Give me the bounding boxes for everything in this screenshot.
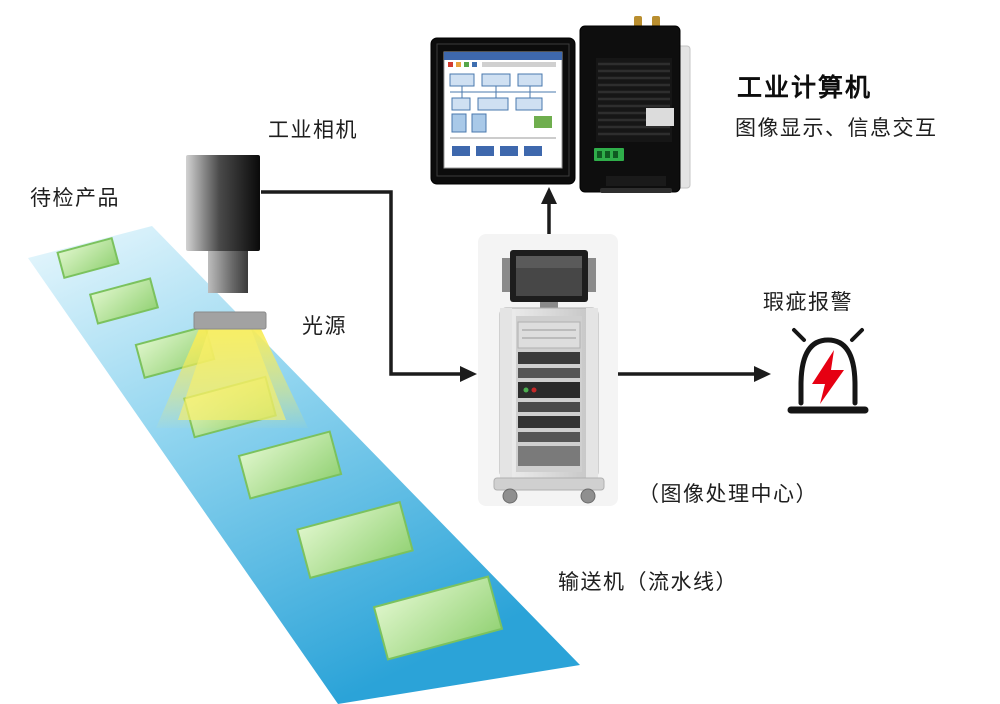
product-item <box>296 500 414 580</box>
screen-vehicle <box>452 146 470 156</box>
screen-green-unit <box>534 116 552 128</box>
screen-box <box>477 97 509 111</box>
screen-tank <box>471 113 487 133</box>
caster-wheel <box>580 488 596 504</box>
drawer-lines <box>522 329 576 339</box>
light-bar <box>193 311 267 330</box>
screen-toolbar-dot <box>464 62 469 67</box>
product-item <box>237 430 343 500</box>
screen-toolbar-dot <box>448 62 453 67</box>
screen-tank <box>451 113 467 133</box>
label-processing-center: （图像处理中心） <box>638 483 818 506</box>
status-led <box>523 387 529 393</box>
arrowhead-icon <box>460 366 477 382</box>
rear-stand-foot <box>600 188 672 193</box>
camera-body <box>186 155 260 251</box>
screen-vehicle <box>524 146 542 156</box>
label-computer-title: 工业计算机 <box>737 74 873 102</box>
product-item <box>56 236 120 280</box>
screen-box <box>515 97 543 111</box>
product-item <box>372 575 504 661</box>
screen-flow-boxes <box>449 73 543 111</box>
status-led <box>531 387 537 393</box>
siren-sound-tick <box>850 328 864 342</box>
screen-box <box>481 73 511 87</box>
terminal-pin <box>597 151 602 158</box>
siren-alarm-icon <box>787 328 869 414</box>
label-defect-alarm: 瑕疵报警 <box>763 291 853 314</box>
image-processing-cabinet-icon <box>478 234 618 506</box>
screen-vehicle <box>476 146 494 156</box>
cabinet-base <box>493 477 605 491</box>
camera-lens <box>208 251 248 293</box>
light-source-icon <box>156 311 308 428</box>
rack-module <box>518 368 580 378</box>
front-monitor-frame <box>436 43 570 177</box>
rack-module <box>518 352 580 364</box>
label-conveyor: 输送机（流水线） <box>558 571 738 594</box>
flow-arrows <box>261 187 771 382</box>
arrow-camera-to-processor <box>261 190 460 376</box>
industrial-camera-icon <box>186 155 260 293</box>
cabinet-rail-right <box>586 308 598 478</box>
rack-module <box>518 402 580 412</box>
label-product: 待检产品 <box>30 187 120 210</box>
monitor-arm <box>502 258 510 292</box>
rack-module <box>518 432 580 442</box>
terminal-pin <box>613 151 618 158</box>
screen-toolbar-dot <box>472 62 477 67</box>
screen-box <box>451 97 471 111</box>
rear-stand-bracket <box>606 176 666 186</box>
rack-module <box>518 416 580 428</box>
rack-module <box>518 446 580 466</box>
screen-pipes <box>450 86 556 98</box>
siren-sound-tick <box>792 328 806 342</box>
panel-pc-rear-icon <box>579 16 691 193</box>
label-camera: 工业相机 <box>268 119 358 142</box>
screen-vehicle <box>500 146 518 156</box>
heatsink-fins <box>598 62 670 136</box>
light-beam-core <box>178 329 286 420</box>
monitor-arm <box>588 258 596 292</box>
panel-pc-front-icon <box>430 37 576 185</box>
screen-box <box>517 73 543 87</box>
scada-screen <box>443 51 563 169</box>
screen-vehicle-row <box>452 146 542 156</box>
arrowhead-icon <box>754 366 771 382</box>
arrowhead-icon <box>541 187 557 204</box>
rack-module <box>518 382 580 398</box>
label-light-source: 光源 <box>302 315 347 338</box>
cabinet-rail-left <box>500 308 512 478</box>
screen-titlebar <box>444 52 562 60</box>
siren-dome <box>798 337 858 406</box>
terminal-pin <box>605 151 610 158</box>
alarm-bolt-icon <box>812 350 844 404</box>
screen-toolbar-strip <box>482 62 556 67</box>
rack-drawer <box>517 321 581 349</box>
cabinet-monitor-glare <box>516 256 582 268</box>
rear-label-sticker <box>646 108 674 126</box>
label-computer-desc: 图像显示、信息交互 <box>735 117 938 140</box>
product-item <box>88 277 160 325</box>
screen-toolbar-dot <box>456 62 461 67</box>
screen-box <box>449 73 475 87</box>
monitor-neck <box>540 302 558 310</box>
caster-wheel <box>502 488 518 504</box>
